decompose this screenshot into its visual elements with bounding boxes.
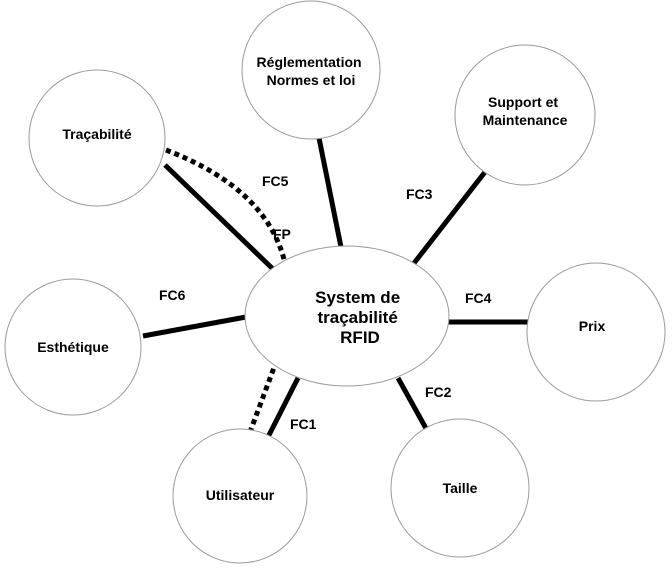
node-tracabilite-label: Traçabilité [62, 126, 131, 142]
node-support-label: Support et Maintenance [483, 94, 568, 128]
link-taille [395, 376, 431, 434]
node-utilisateur [172, 428, 308, 564]
label-fc3: FC3 [406, 186, 433, 202]
label-fc6: FC6 [159, 287, 186, 303]
link-tracabilite [163, 163, 277, 273]
node-taille [390, 418, 530, 558]
label-fc1: FC1 [290, 416, 317, 432]
label-fc4: FC4 [465, 290, 492, 306]
link-support [409, 170, 487, 269]
node-esthetique [4, 278, 142, 416]
node-reglementation-label: Réglementation Normes et loi [257, 54, 366, 88]
label-fc2: FC2 [425, 384, 452, 400]
node-tracabilite [28, 69, 166, 207]
label-fp: FP [273, 226, 291, 242]
node-support [454, 44, 596, 186]
link-reglementation [316, 137, 345, 253]
center-title: System de traçabilité RFID [315, 288, 405, 347]
node-reglementation [241, 0, 381, 140]
node-utilisateur-label: Utilisateur [206, 487, 275, 503]
label-fc5: FC5 [262, 173, 289, 189]
link-utilisateur [265, 376, 301, 439]
node-prix [526, 262, 666, 402]
center-ellipse [244, 245, 450, 387]
node-esthetique-label: Esthétique [37, 339, 109, 355]
node-taille-label: Taille [443, 480, 478, 496]
node-prix-label: Prix [579, 318, 606, 334]
link-esthetique [142, 314, 247, 339]
